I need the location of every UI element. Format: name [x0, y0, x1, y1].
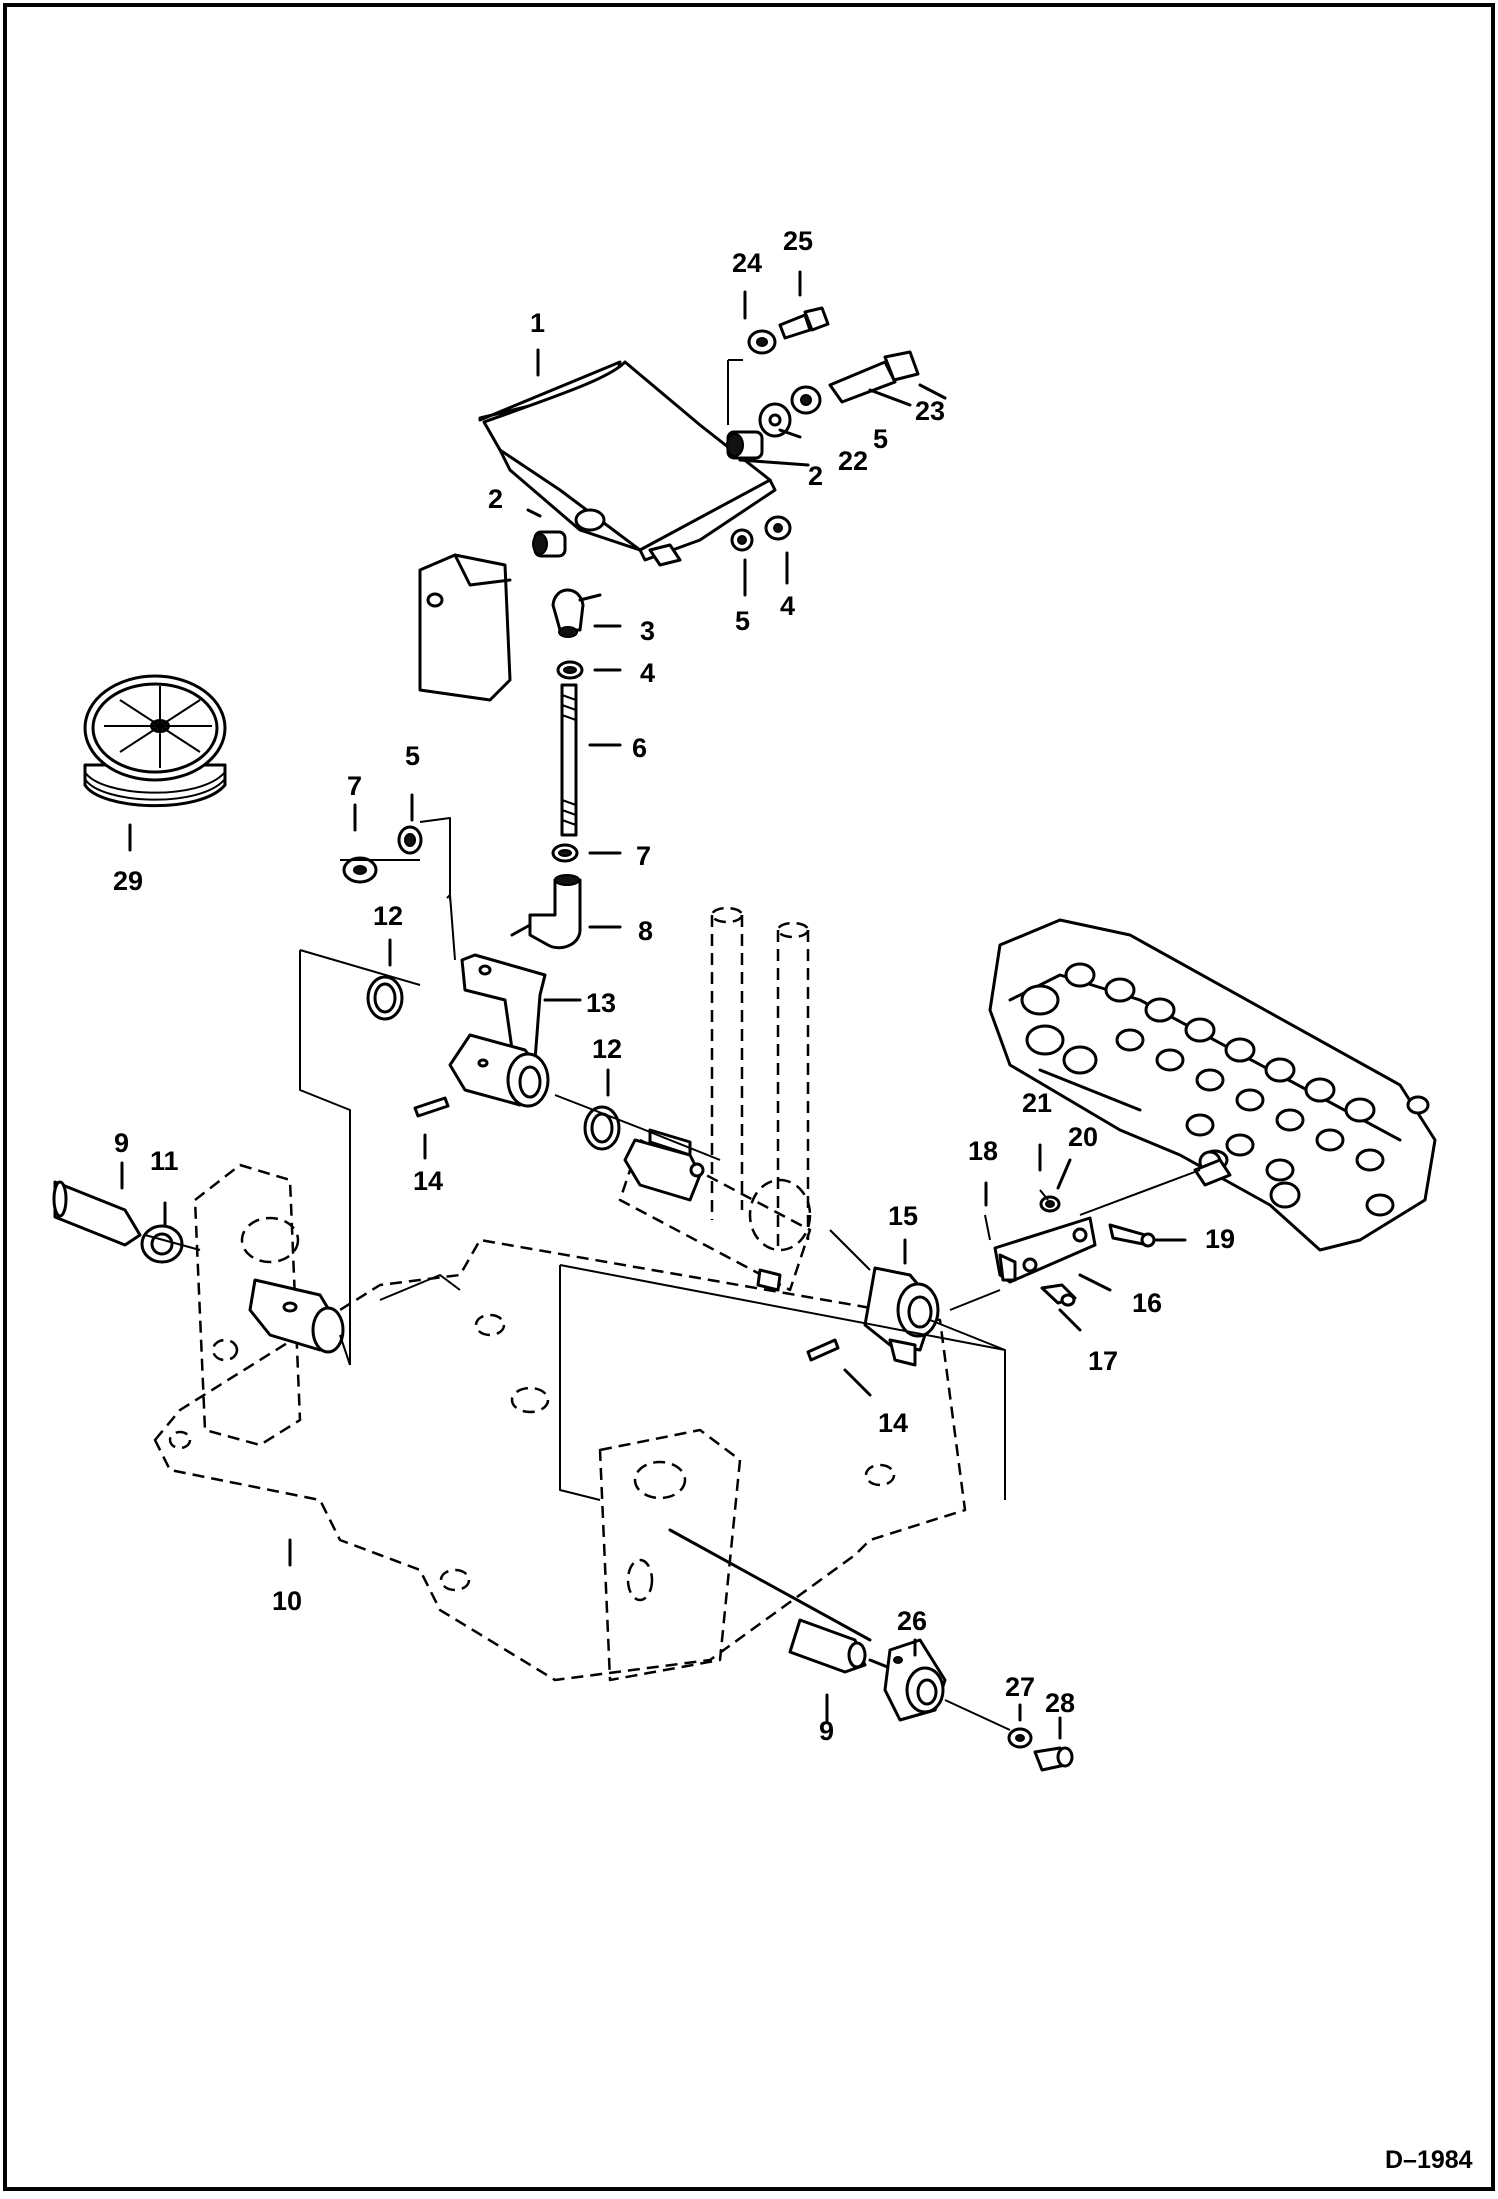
- callout-13: 13: [586, 988, 616, 1018]
- clevis-bracket-part: [993, 1216, 1097, 1284]
- callout-14: 14: [413, 1166, 443, 1196]
- callout-12: 12: [373, 901, 403, 931]
- callout-16: 16: [1132, 1288, 1162, 1318]
- left-mount-bracket: [193, 1163, 302, 1447]
- elbow-rod-end-part: [510, 874, 582, 950]
- callout-2: 2: [488, 484, 503, 514]
- callout-25: 25: [783, 226, 813, 256]
- callout-27: 27: [1005, 1672, 1035, 1702]
- callout-15: 15: [888, 1201, 918, 1231]
- pedal-mount-block: [418, 553, 512, 702]
- diagram-border: [3, 3, 1495, 2191]
- flange-bearing-part: [883, 1638, 947, 1722]
- callout-22: 22: [838, 446, 868, 476]
- callout-12: 12: [592, 1034, 622, 1064]
- callout-24: 24: [732, 248, 762, 278]
- callout-2: 2: [808, 461, 823, 491]
- callout-19: 19: [1205, 1224, 1235, 1254]
- sleeve-part: [863, 1266, 940, 1367]
- callout-23: 23: [915, 396, 945, 426]
- callout-26: 26: [897, 1606, 927, 1636]
- o-ring-part: [366, 975, 404, 1021]
- assembly-centerlines: [144, 359, 1201, 1731]
- pivot-tube-background: [618, 906, 812, 1292]
- washer-part: [1007, 1727, 1033, 1749]
- washer-part: [1039, 1195, 1061, 1213]
- nut-hole: [563, 666, 577, 674]
- callout-6: 6: [632, 733, 647, 763]
- callout-10: 10: [272, 1586, 302, 1616]
- bushing-part: [726, 430, 764, 460]
- bushing-part: [532, 530, 567, 558]
- nut-part: [342, 856, 378, 884]
- callout-29: 29: [113, 866, 143, 896]
- threaded-rod-part: [560, 683, 578, 837]
- pedal-part: [478, 360, 777, 567]
- center-mount-plate: [598, 1428, 742, 1682]
- callout-21: 21: [1022, 1088, 1052, 1118]
- drawing-id: D–1984: [1385, 2146, 1473, 2174]
- callout-7: 7: [347, 771, 362, 801]
- washer-part: [397, 825, 423, 855]
- flange-bushing-part: [140, 1224, 184, 1264]
- pivot-shaft-part: [52, 1180, 142, 1247]
- washer-part: [758, 402, 792, 438]
- callout-11: 11: [150, 1146, 179, 1176]
- washer-part: [790, 385, 822, 415]
- clevis-pin-part: [1108, 1223, 1156, 1248]
- washer-part: [730, 528, 754, 552]
- roll-pin-part: [413, 1096, 450, 1118]
- callout-28: 28: [1045, 1688, 1075, 1718]
- lever-hub-part: [448, 1033, 550, 1108]
- washer-part: [747, 329, 777, 355]
- callout-8: 8: [638, 916, 653, 946]
- callout-7: 7: [636, 841, 651, 871]
- nut-part: [764, 515, 792, 541]
- left-pivot-housing: [248, 1278, 345, 1354]
- rod-end-part: [551, 588, 602, 638]
- bolt-part: [778, 306, 830, 340]
- nut-hole: [558, 849, 572, 857]
- callout-4: 4: [780, 591, 795, 621]
- callout-leaders: [120, 270, 1187, 1740]
- callout-1: 1: [530, 308, 545, 338]
- clevis-pin-part: [1040, 1283, 1077, 1307]
- roll-pin-part: [806, 1338, 840, 1362]
- pedal-pad-part: [83, 674, 227, 808]
- callout-20: 20: [1068, 1122, 1098, 1152]
- callout-9: 9: [819, 1716, 834, 1746]
- callout-17: 17: [1088, 1346, 1118, 1376]
- bolt-part: [828, 350, 920, 404]
- pivot-shaft-part: [668, 1528, 902, 1674]
- callout-5: 5: [735, 606, 750, 636]
- callout-5: 5: [873, 424, 888, 454]
- bolt-part: [1033, 1746, 1074, 1772]
- control-valve-part: [988, 918, 1437, 1252]
- callout-3: 3: [640, 616, 655, 646]
- callout-labels: 1 2 2 3 4 4 5 5 5 6 7 7 8 9 9 10 11 12 1…: [113, 226, 1235, 1746]
- callout-5: 5: [405, 741, 420, 771]
- callout-18: 18: [968, 1136, 998, 1166]
- callout-9: 9: [114, 1128, 129, 1158]
- callout-4: 4: [640, 658, 655, 688]
- callout-14: 14: [878, 1408, 908, 1438]
